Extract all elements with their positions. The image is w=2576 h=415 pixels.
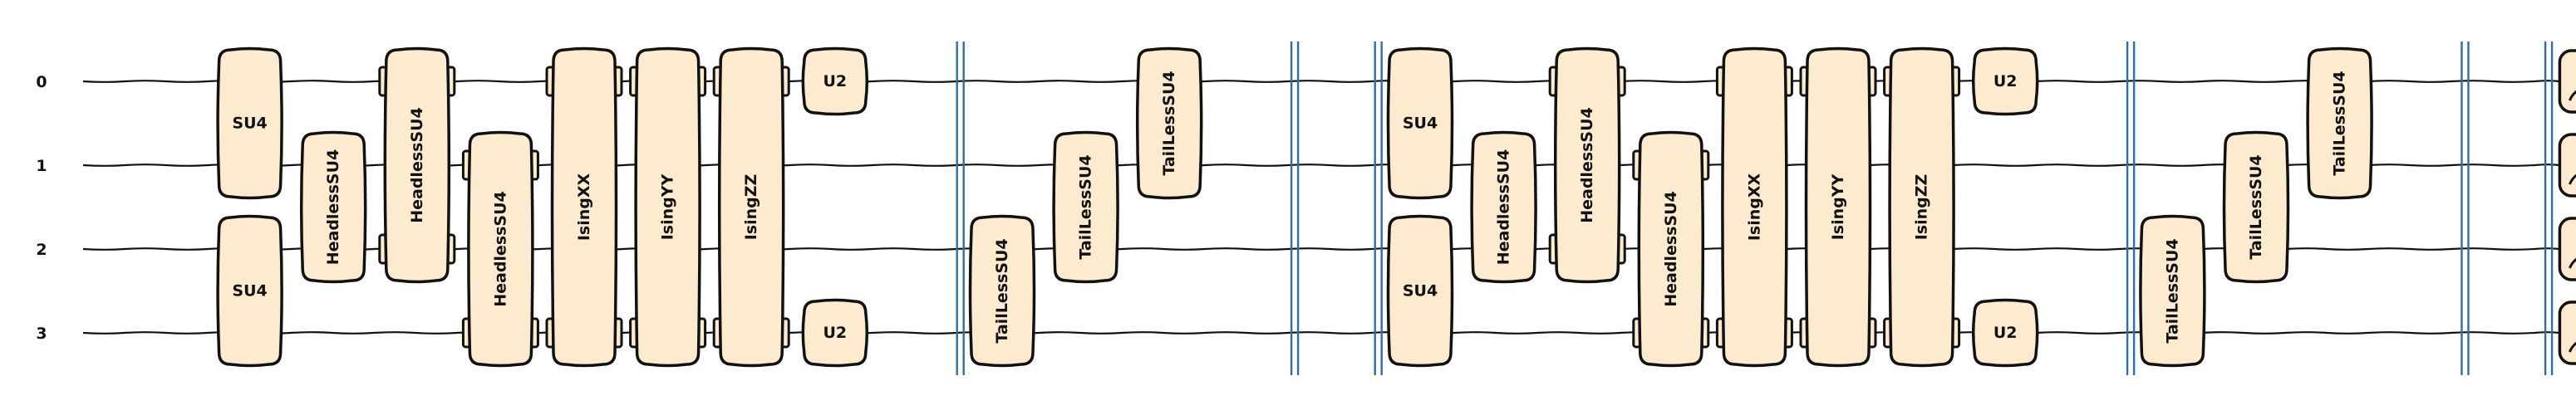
gate-box [1721,46,1788,368]
gate-box [1386,214,1454,368]
gate-box [383,46,451,284]
gate-headlesssu4[interactable]: HeadlessSU4 [461,130,539,368]
gate-label: IsingZZ [1913,174,1931,241]
gate-label: SU4 [232,115,267,133]
gate-taillesssu4[interactable]: TailLessSU4 [2139,214,2206,368]
gate-isingzz[interactable]: IsingZZ [1883,46,1961,368]
gate-box [299,130,367,284]
gate-taillesssu4[interactable]: TailLessSU4 [1135,46,1203,200]
gate-label: TailLessSU4 [2247,154,2265,259]
gate-box [801,46,869,116]
gate-box [1888,46,1955,368]
gate-taillesssu4[interactable]: TailLessSU4 [2222,130,2290,284]
meter-icon[interactable] [2558,133,2576,198]
gate-label: HeadlessSU4 [491,191,509,307]
meter-icon[interactable] [2558,217,2576,281]
gate-box [1804,46,1872,368]
gate-label: IsingYY [659,173,677,240]
qubit-label: 2 [36,241,47,259]
gate-box [968,214,1036,368]
gate-box [2222,130,2290,284]
gate-box [1470,130,1537,284]
gate-box [717,46,785,368]
gate-box [801,298,869,368]
gate-label: TailLessSU4 [993,238,1011,343]
gate-label: HeadlessSU4 [408,107,426,223]
gate-headlesssu4[interactable]: HeadlessSU4 [1632,130,1710,368]
barrier [956,42,965,375]
gate-label: IsingYY [1829,173,1847,240]
gate-label: HeadlessSU4 [1495,149,1513,266]
gate-box [1553,46,1621,284]
gate-taillesssu4[interactable]: TailLessSU4 [2306,46,2373,200]
gate-headlesssu4[interactable]: HeadlessSU4 [1548,46,1626,284]
gate-box [216,46,283,200]
barrier [2460,42,2470,375]
gate-u2[interactable]: U2 [1971,298,2039,368]
gate-isingxx[interactable]: IsingXX [1715,46,1793,368]
barrier [1290,42,1300,375]
gate-label: IsingXX [575,173,593,241]
gate-label: U2 [1993,324,2018,342]
gate-headlesssu4[interactable]: HeadlessSU4 [299,130,367,284]
gate-box [467,130,534,368]
barrier [2544,42,2554,375]
gate-u2[interactable]: U2 [801,298,869,368]
gate-isingyy[interactable]: IsingYY [629,46,707,368]
gate-box [550,46,618,368]
gate-label: TailLessSU4 [2163,238,2181,343]
gate-label: HeadlessSU4 [324,149,342,266]
barrier [1374,42,1383,375]
gate-label: HeadlessSU4 [1662,191,1680,307]
qubit-wire [82,164,2560,167]
gate-label: HeadlessSU4 [1578,107,1596,223]
qubit-wire [82,80,2560,83]
gate-label: U2 [823,72,847,90]
gate-isingzz[interactable]: IsingZZ [712,46,790,368]
gate-label: SU4 [232,282,267,300]
gate-label: IsingXX [1745,173,1763,241]
gate-label: TailLessSU4 [2331,71,2349,175]
qubit-label: 1 [36,157,47,175]
gate-box [2306,46,2373,200]
gate-box [1637,130,1705,368]
gate-box [1971,46,2039,116]
gate-box [1052,130,1119,284]
gate-headlesssu4[interactable]: HeadlessSU4 [378,46,456,284]
meter-icon[interactable] [2558,49,2576,114]
gate-label: U2 [823,324,847,342]
gate-taillesssu4[interactable]: TailLessSU4 [968,214,1036,368]
gate-su4[interactable]: SU4 [1386,214,1454,368]
gate-su4[interactable]: SU4 [216,214,283,368]
gate-box [2139,214,2206,368]
gate-label: SU4 [1403,115,1438,133]
gate-headlesssu4[interactable]: HeadlessSU4 [1470,130,1537,284]
gate-label: IsingZZ [742,174,760,241]
gate-box [1386,46,1454,200]
gate-su4[interactable]: SU4 [216,46,283,200]
gate-box [1971,298,2039,368]
gate-label: U2 [1993,72,2018,90]
gate-box [1135,46,1203,200]
gate-box [216,214,283,368]
qubit-label: 0 [36,73,47,91]
gate-isingxx[interactable]: IsingXX [545,46,623,368]
gate-taillesssu4[interactable]: TailLessSU4 [1052,130,1119,284]
gate-box [634,46,701,368]
gate-label: TailLessSU4 [1077,154,1095,259]
gate-u2[interactable]: U2 [801,46,869,116]
gate-isingyy[interactable]: IsingYY [1799,46,1877,368]
gate-u2[interactable]: U2 [1971,46,2039,116]
gate-label: TailLessSU4 [1160,71,1178,175]
meter-icon[interactable] [2558,300,2576,365]
gate-label: SU4 [1403,282,1438,300]
qubit-label: 3 [36,325,47,343]
gate-su4[interactable]: SU4 [1386,46,1454,200]
barrier [2126,42,2136,375]
